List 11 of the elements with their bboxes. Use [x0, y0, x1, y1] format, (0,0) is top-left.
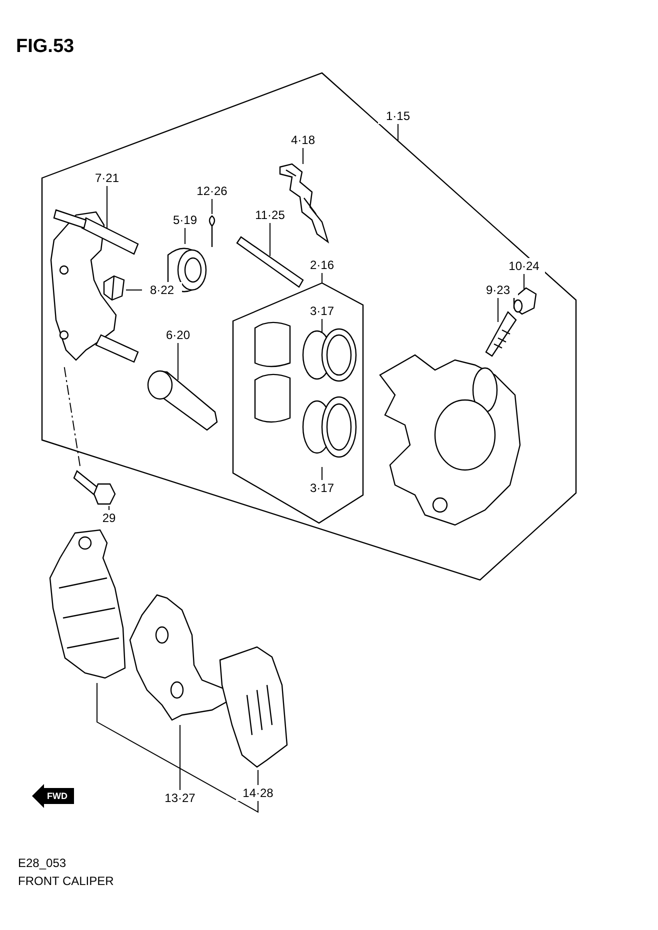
direction-label: FWD — [47, 790, 68, 802]
leader-line — [106, 186, 108, 230]
diagram-caption: FRONT CALIPER — [18, 874, 114, 888]
leader-line — [184, 228, 186, 244]
alignment-line — [64, 364, 80, 466]
piston-set-outline — [233, 283, 363, 523]
drawing-code: E28_053 — [18, 856, 66, 870]
leader-line — [302, 148, 304, 164]
leader-line — [108, 506, 110, 510]
leader-line — [96, 682, 258, 813]
figure-title: FIG.53 — [16, 36, 74, 58]
